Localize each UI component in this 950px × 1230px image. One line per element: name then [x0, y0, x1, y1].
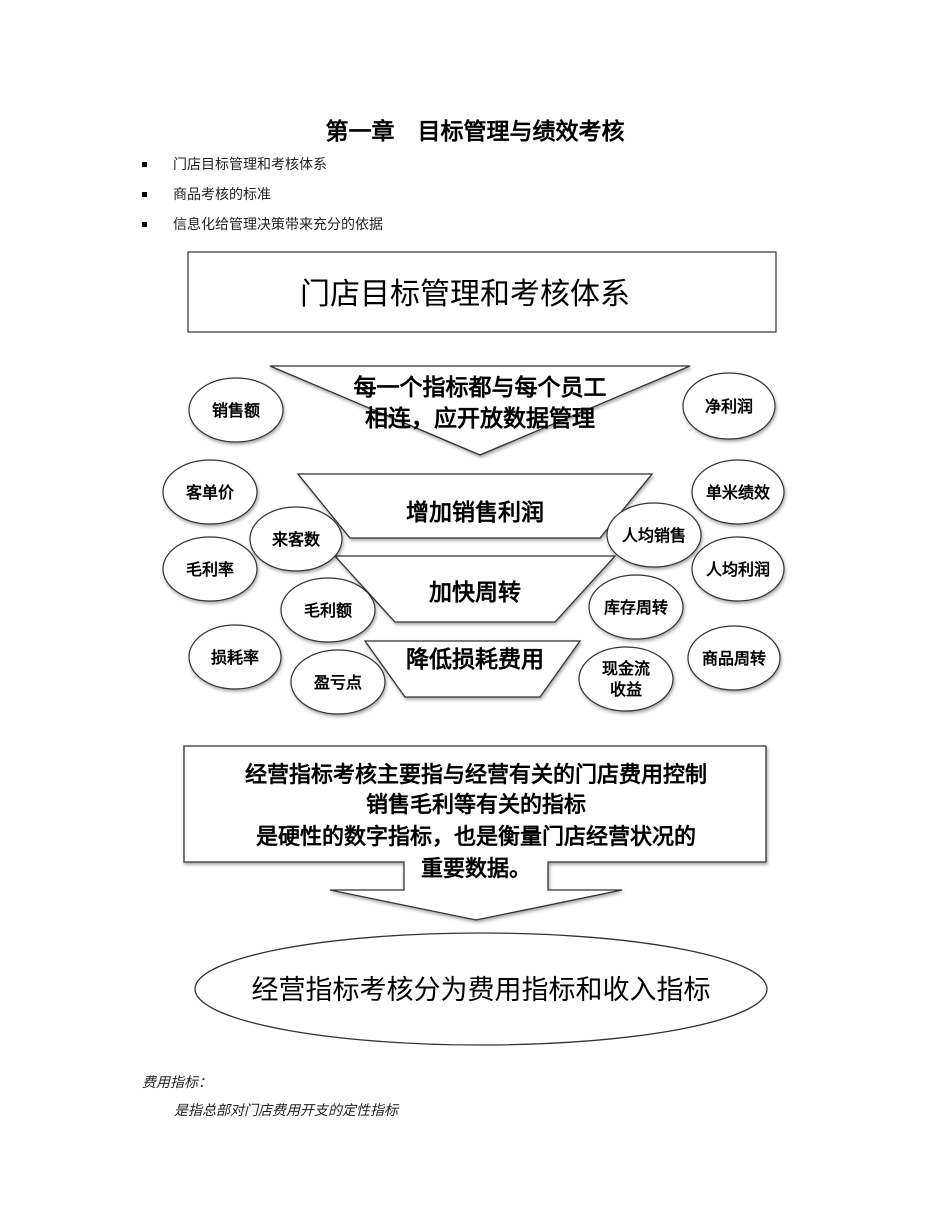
- bullet-item: 商品考核的标准: [142, 184, 383, 214]
- chapter-title: 第一章 目标管理与绩效考核: [325, 118, 625, 145]
- bullet-item: 信息化给管理决策带来充分的依据: [142, 214, 383, 244]
- oval-gross-margin: [280, 577, 376, 643]
- bullet-list: 门店目标管理和考核体系 商品考核的标准 信息化给管理决策带来充分的依据: [142, 154, 383, 244]
- oval-gross-margin-label: 毛利额: [304, 601, 352, 620]
- oval-avg-ticket: [162, 459, 258, 525]
- oval-cashflow: [578, 646, 674, 712]
- bullet-square-icon: [142, 222, 147, 227]
- desc-arrow-box: [183, 745, 767, 921]
- oval-per-meter: [691, 459, 785, 525]
- desc-line-2: 销售毛利等有关的指标: [366, 792, 586, 818]
- funnel-top-triangle: [269, 365, 691, 456]
- funnel-top-line2: 相连，应开放数据管理: [365, 405, 595, 432]
- oval-product-turnover-label: 商品周转: [702, 649, 766, 668]
- oval-net-profit-label: 净利润: [705, 397, 753, 416]
- oval-net-profit: [682, 372, 776, 440]
- desc-line-4: 重要数据。: [421, 856, 531, 882]
- funnel-mid-label: 增加销售利润: [406, 499, 544, 526]
- bullet-square-icon: [142, 192, 147, 197]
- oval-customer-count-label: 来客数: [271, 530, 321, 549]
- footer-text: 是指总部对门店费用开支的定性指标: [174, 1103, 398, 1119]
- funnel-lower-label: 加快周转: [428, 579, 521, 606]
- oval-margin-rate: [162, 536, 258, 602]
- funnel-top-line1: 每一个指标都与每个员工: [354, 374, 607, 401]
- oval-loss-rate: [188, 624, 282, 690]
- diagram-header-box: [187, 251, 777, 333]
- oval-inventory-turnover-label: 库存周转: [604, 598, 668, 617]
- oval-per-capita-sales: [606, 502, 702, 568]
- oval-cashflow-label-2: 收益: [610, 680, 642, 699]
- summary-ellipse: [194, 932, 768, 1046]
- funnel-lower-trapezoid: [333, 555, 617, 623]
- oval-margin-rate-label: 毛利率: [186, 560, 234, 579]
- oval-per-capita-profit: [691, 536, 785, 602]
- oval-product-turnover: [687, 625, 781, 691]
- bullet-square-icon: [142, 162, 147, 167]
- oval-breakeven: [290, 649, 386, 715]
- diagram-header: 门店目标管理和考核体系: [300, 277, 630, 312]
- oval-per-capita-sales-label: 人均销售: [622, 526, 686, 545]
- footer-label: 费用指标：: [142, 1075, 212, 1091]
- oval-cashflow-label-1: 现金流: [602, 659, 650, 678]
- funnel-mid-trapezoid: [296, 473, 654, 539]
- funnel-bottom-trapezoid: [363, 640, 582, 698]
- bullet-item: 门店目标管理和考核体系: [142, 154, 383, 184]
- desc-line-3: 是硬性的数字指标，也是衡量门店经营状况的: [256, 824, 696, 850]
- oval-sales-label: 销售额: [212, 401, 260, 420]
- oval-customer-count: [249, 506, 343, 572]
- oval-per-capita-profit-label: 人均利润: [706, 560, 770, 579]
- desc-line-1: 经营指标考核主要指与经营有关的门店费用控制: [245, 762, 707, 788]
- oval-sales: [188, 377, 284, 443]
- summary-ellipse-label: 经营指标考核分为费用指标和收入指标: [252, 975, 711, 1006]
- funnel-bottom-label: 降低损耗费用: [406, 647, 544, 673]
- oval-avg-ticket-label: 客单价: [186, 483, 235, 502]
- oval-breakeven-label: 盈亏点: [313, 673, 362, 692]
- oval-loss-rate-label: 损耗率: [211, 648, 259, 667]
- oval-per-meter-label: 单米绩效: [706, 483, 770, 502]
- oval-inventory-turnover: [588, 574, 684, 640]
